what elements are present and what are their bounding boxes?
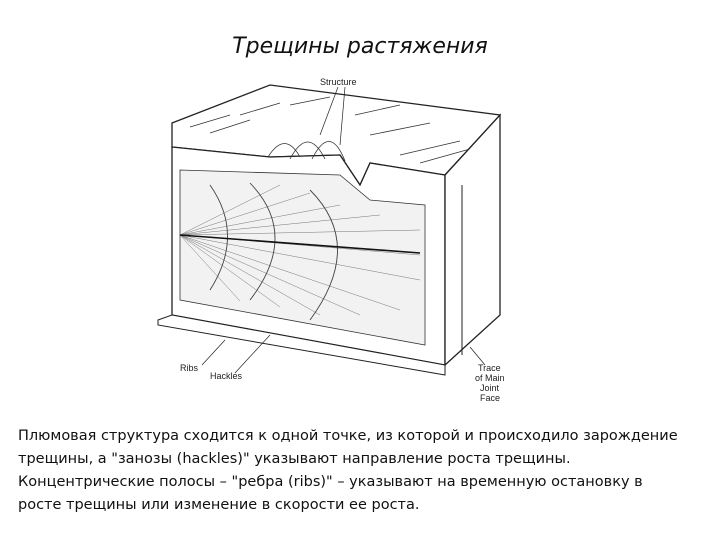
- label-trace-3: Joint: [480, 383, 500, 393]
- label-ribs: Ribs: [180, 363, 199, 373]
- slide-title: Трещины растяжения: [0, 34, 720, 59]
- label-trace-4: Face: [480, 393, 500, 403]
- block-diagram-svg: Structure Ribs Hackles Trace of Main Joi…: [140, 75, 520, 415]
- label-hackles: Hackles: [210, 371, 243, 381]
- caption-line-2: трещины, а "занозы (hackles)" указывают …: [18, 448, 708, 471]
- caption-text: Плюмовая структура сходится к одной точк…: [18, 425, 708, 517]
- label-structure: Structure: [320, 77, 357, 87]
- caption-line-3: Концентрические полосы – "ребра (ribs)" …: [18, 471, 708, 494]
- caption-line-1: Плюмовая структура сходится к одной точк…: [18, 425, 708, 448]
- label-trace-2: of Main: [475, 373, 505, 383]
- joint-plume-diagram: Structure Ribs Hackles Trace of Main Joi…: [140, 75, 520, 415]
- caption-line-4: росте трещины или изменение в скорости е…: [18, 494, 708, 517]
- label-trace-1: Trace: [478, 363, 501, 373]
